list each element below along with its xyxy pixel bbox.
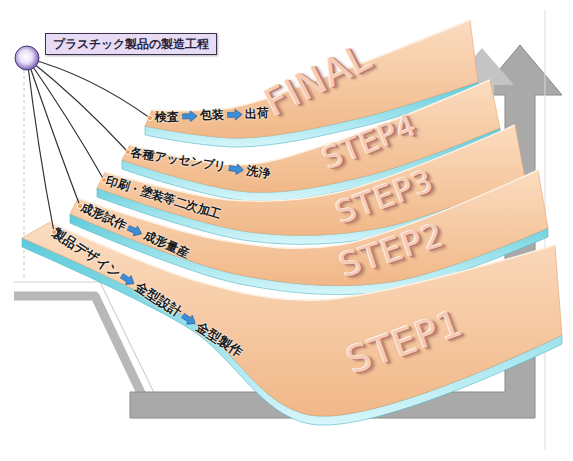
guide-line xyxy=(24,70,25,280)
leader-line xyxy=(27,58,104,180)
slab-face xyxy=(22,222,562,416)
leader-line xyxy=(27,58,54,232)
flow-arrow xyxy=(182,110,197,122)
leader-line xyxy=(27,58,80,206)
slab-highlight xyxy=(105,125,515,201)
leader-line xyxy=(27,58,150,118)
process-step: 検査 xyxy=(155,110,179,123)
process-step: 出荷 xyxy=(245,107,269,120)
flow-arrow xyxy=(227,108,242,120)
step-slab: 製品デザイン金型設計金型製作STEP1 xyxy=(18,218,566,438)
slab-group xyxy=(22,222,562,425)
flow-arrow-shape xyxy=(180,311,199,328)
slab-shape xyxy=(18,218,566,438)
slab-highlight xyxy=(50,222,555,300)
orb-hub xyxy=(15,46,39,70)
slab-highlight xyxy=(130,80,490,165)
process-step: 包装 xyxy=(200,109,224,122)
flow-arrow-shape xyxy=(182,110,197,122)
flow-arrow-shape xyxy=(228,162,245,175)
leader-line xyxy=(27,58,128,152)
flow-arrow-shape xyxy=(126,222,144,238)
flow-arrow xyxy=(228,162,245,175)
flow-arrow-shape xyxy=(227,108,242,120)
flow-arrow-shape xyxy=(118,271,137,288)
title-box: プラスチック製品の製造工程 xyxy=(45,33,217,55)
diagram-title: プラスチック製品の製造工程 xyxy=(53,37,209,51)
